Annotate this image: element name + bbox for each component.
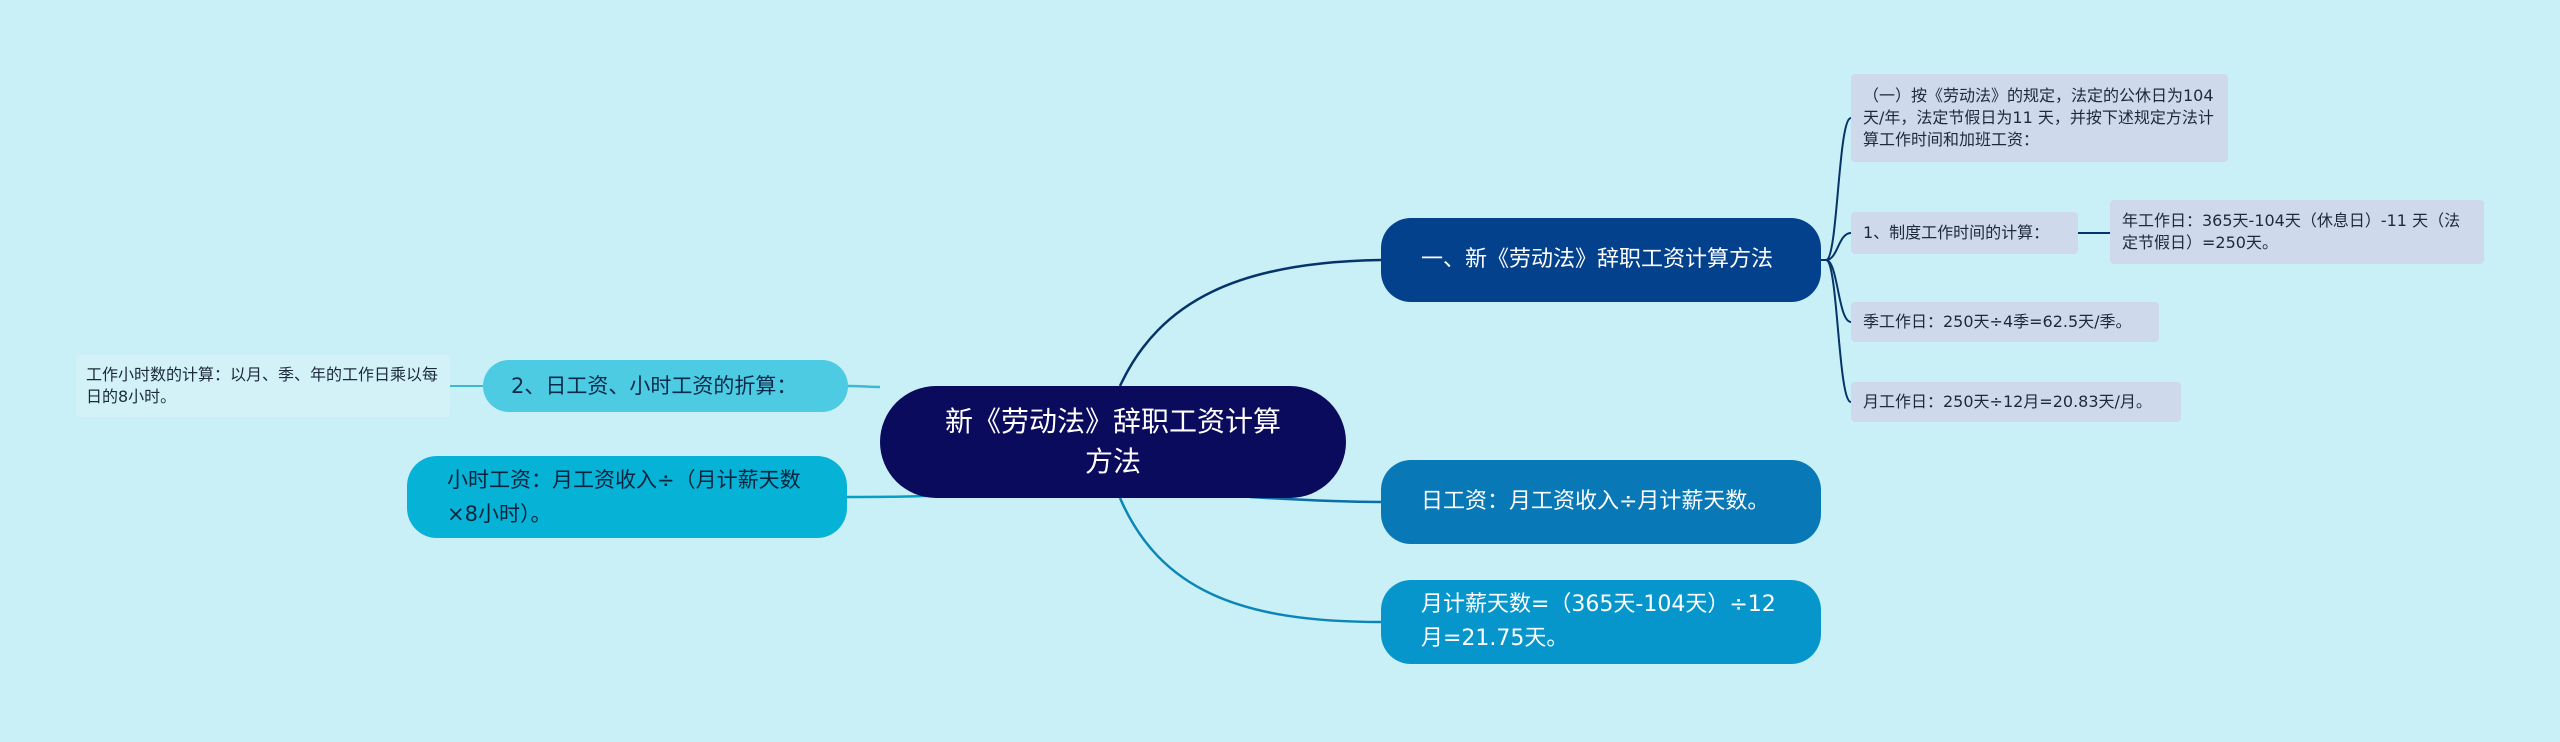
branch-monthly-days[interactable]: 月计薪天数=（365天-104天）÷12月=21.75天。	[1381, 580, 1821, 664]
branch-law-method[interactable]: 一、新《劳动法》辞职工资计算方法	[1381, 218, 1821, 302]
leaf-hour-count[interactable]: 工作小时数的计算：以月、季、年的工作日乘以每日的8小时。	[76, 355, 450, 417]
leaf-rest-days[interactable]: （一）按《劳动法》的规定，法定的公休日为104天/年，法定节假日为11 天，并按…	[1851, 74, 2228, 162]
link-law-system-time	[1821, 232, 1852, 261]
branch-conversion[interactable]: 2、日工资、小时工资的折算：	[483, 360, 848, 412]
leaf-month-days[interactable]: 月工作日：250天÷12月=20.83天/月。	[1851, 382, 2181, 422]
link-root-monthly-days	[1118, 497, 1382, 624]
link-law-month-days	[1821, 259, 1852, 403]
branch-daily-wage[interactable]: 日工资：月工资收入÷月计薪天数。	[1381, 460, 1821, 544]
link-law-rest-days	[1821, 117, 1852, 261]
link-root-conversion	[847, 384, 881, 389]
branch-hourly-wage[interactable]: 小时工资：月工资收入÷（月计薪天数×8小时）。	[407, 456, 847, 538]
link-root-law-method	[1118, 258, 1382, 387]
leaf-system-time[interactable]: 1、制度工作时间的计算：	[1851, 212, 2078, 254]
root-topic[interactable]: 新《劳动法》辞职工资计算方法	[880, 386, 1346, 498]
leaf-quarter-days[interactable]: 季工作日：250天÷4季=62.5天/季。	[1851, 302, 2159, 342]
leaf-annual-days[interactable]: 年工作日：365天-104天（休息日）-11 天（法定节假日）=250天。	[2110, 200, 2484, 264]
